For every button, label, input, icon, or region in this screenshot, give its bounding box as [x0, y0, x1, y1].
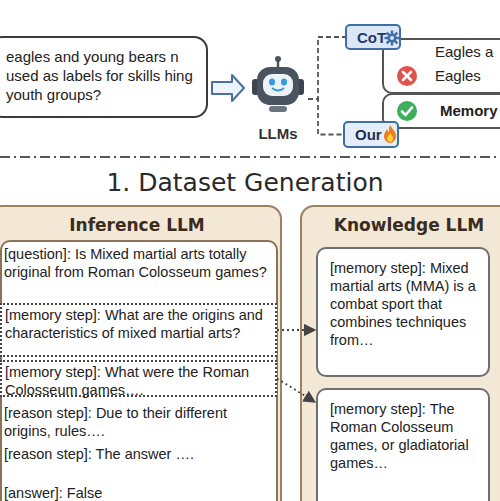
ours-tag: Our — [343, 121, 399, 148]
node-text: Eagles a Eagles — [435, 40, 500, 88]
wrong-icon — [397, 66, 417, 86]
memory-step-box: [memory step]: What were the Roman Colos… — [0, 360, 277, 397]
dashed-branch — [308, 99, 343, 135]
memory-result-box: Memory — [382, 93, 500, 129]
node-text: [memory step]: What are the origins and … — [5, 306, 272, 342]
node-text: [memory step]: Mixed martial arts (MMA) … — [330, 259, 480, 349]
correct-icon — [397, 101, 417, 121]
inference-panel: Inference LLM [question]: Is Mixed martia… — [0, 205, 282, 501]
knowledge-box: [memory step]: The Roman Colosseum games… — [316, 388, 490, 501]
question-text: [question]: Is Mixed martial arts totall… — [4, 245, 272, 281]
reason-step-text: [reason step]: The answer …. — [4, 445, 272, 463]
memory-step-box: [memory step]: What are the origins and … — [0, 303, 277, 357]
knowledge-box: [memory step]: Mixed martial arts (MMA) … — [316, 247, 490, 377]
node-text: [memory step]: The Roman Colosseum games… — [330, 400, 480, 472]
dashed-branch — [308, 37, 345, 99]
panel-heading: Knowledge LLM — [302, 214, 500, 236]
node-text: LLMs — [258, 125, 297, 143]
section-separator — [0, 156, 500, 158]
cot-tag: CoT — [345, 24, 401, 50]
section-title: 1. Dataset Generation — [0, 168, 490, 198]
question-box: eagles and young bears n used as labels … — [0, 36, 208, 118]
fire-icon — [383, 125, 397, 143]
knowledge-panel: Knowledge LLM [memory step]: Mixed martia… — [300, 205, 500, 501]
node-text: eagles and young bears n used as labels … — [6, 47, 198, 104]
reason-step-text: [reason step]: Due to their different or… — [4, 404, 272, 440]
gear-icon — [384, 30, 400, 46]
llm-robot: LLMs — [248, 55, 308, 143]
node-text: Memory — [440, 102, 498, 120]
block-arrow — [212, 75, 244, 101]
node-text: [memory step]: What were the Roman Colos… — [5, 363, 272, 399]
panel-heading: Inference LLM — [0, 214, 284, 236]
robot-icon — [249, 55, 307, 117]
answer-text: [answer]: False — [4, 484, 272, 501]
